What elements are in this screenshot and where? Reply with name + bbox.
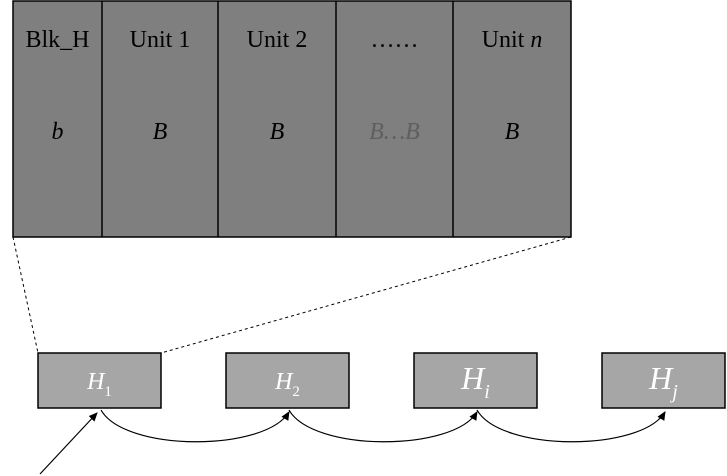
chain-node: Hj [601,352,726,409]
zoom-line-left [12,236,39,354]
entry-arrow [39,412,98,475]
chain-node-box [37,352,162,409]
chain-node-box [601,352,726,409]
cell-content: B…B [369,119,420,145]
cell-header: Blk_H [25,27,89,53]
link-arrow-hi-hj [476,409,666,443]
chain-node: H1 [37,352,162,409]
cell-content: B [505,119,520,145]
block-chain: H1 H2 Hi Hj [37,352,726,409]
expanded-block: Blk_Hb Unit 1 B Unit 2 B …… B…B Unit n B [12,0,572,238]
chain-node-box [413,352,538,409]
chain-node: H2 [225,352,350,409]
cell-content: B [270,119,285,145]
link-arrow-h1-h2 [100,409,290,443]
cell-header: …… [371,27,419,53]
chain-node: Hi [413,352,538,409]
chain-node-box [225,352,350,409]
cell-header: Unit 1 [130,27,191,53]
cell-content: b [52,119,64,145]
zoom-line-right [160,236,572,354]
link-arrow-h2-hi [288,409,478,443]
block-outline [12,0,572,238]
cell-content: B [153,119,168,145]
cell-header: Unit n [482,27,543,53]
cell-header: Unit 2 [247,27,308,53]
